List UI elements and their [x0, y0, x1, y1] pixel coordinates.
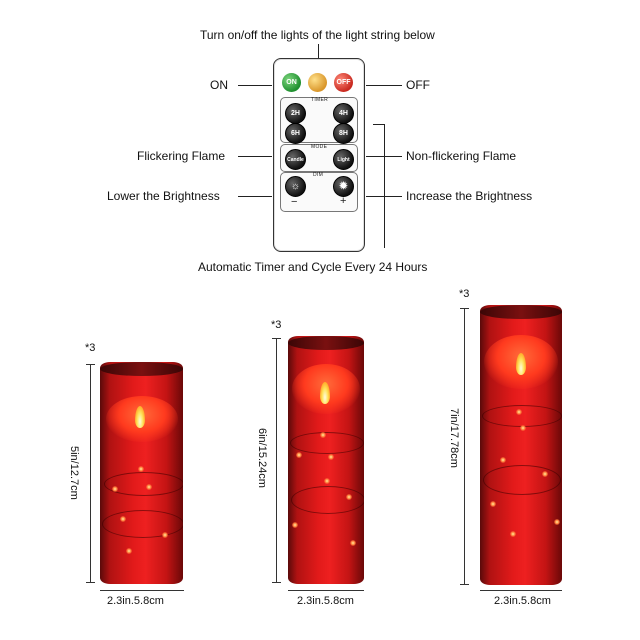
candle-1-led [162, 532, 168, 538]
connector-on [238, 85, 272, 86]
candle-2-qty: *3 [271, 319, 282, 331]
minus-sign: − [291, 196, 298, 208]
timer-2h-button[interactable]: 2H [285, 103, 306, 124]
label-off: OFF [406, 78, 430, 92]
candle-3-tick-bottom [460, 584, 469, 585]
timer-6h-button[interactable]: 6H [285, 123, 306, 144]
timer-label: TIMER [311, 97, 329, 103]
candle-1-wire [104, 472, 183, 496]
candle-1 [100, 362, 183, 584]
candle-3-led [554, 519, 560, 525]
candle-1-tick-bottom [86, 582, 95, 583]
connector-increase [366, 196, 402, 197]
candle-mode-button[interactable]: Candle [285, 149, 306, 170]
dim-panel: DIM ☼ ✹ − + [280, 172, 358, 212]
candle-2 [288, 336, 364, 584]
timer-4h-button[interactable]: 4H [333, 103, 354, 124]
candle-1-flame [135, 406, 145, 428]
candle-2-height: 6in/15.24cm [256, 428, 268, 488]
candle-2-led [320, 432, 326, 438]
candle-2-led [292, 522, 298, 528]
remote-control: ON OFF TIMER 2H 4H 6H 8H MODE Candle Lig… [273, 58, 365, 252]
candle-3-led [542, 471, 548, 477]
candle-2-led [296, 452, 302, 458]
candle-1-led [138, 466, 144, 472]
candle-3-height: 7in/17.78cm [448, 408, 460, 468]
candle-3-led [516, 409, 522, 415]
candle-2-wire-2 [291, 486, 364, 514]
candle-3-led [490, 501, 496, 507]
candle-1-wire-2 [102, 510, 183, 538]
label-increase-brightness: Increase the Brightness [406, 189, 533, 203]
candle-3-width-line [480, 590, 562, 591]
timer-bracket-top [373, 124, 385, 125]
candle-1-width-line [100, 590, 184, 591]
candle-3-led [520, 425, 526, 431]
mode-panel: MODE Candle Light [280, 144, 358, 172]
candle-3-flame [516, 353, 526, 375]
candle-2-led [324, 478, 330, 484]
candle-2-led [328, 454, 334, 460]
timer-8h-button[interactable]: 8H [333, 123, 354, 144]
sun-dim-icon: ☼ [290, 181, 301, 192]
remote-flame-button[interactable] [308, 73, 327, 92]
candle-1-height-line [90, 364, 91, 582]
candle-1-width: 2.3in.5.8cm [107, 595, 164, 607]
connector-non-flickering [366, 156, 402, 157]
candle-1-height: 5in/12.7cm [68, 446, 80, 500]
candle-3-rim [480, 305, 562, 319]
sun-bright-icon: ✹ [339, 181, 348, 192]
candle-1-qty: *3 [85, 342, 96, 354]
candle-1-led [120, 516, 126, 522]
candle-1-rim [100, 362, 183, 376]
light-mode-button[interactable]: Light [333, 149, 354, 170]
candle-2-led [350, 540, 356, 546]
candle-2-flame [320, 382, 330, 404]
remote-on-button[interactable]: ON [282, 73, 301, 92]
candle-3-wire-2 [483, 465, 561, 495]
timer-bracket-vertical [384, 124, 385, 248]
candle-2-width-line [288, 590, 364, 591]
candle-2-led [346, 494, 352, 500]
connector-lower [238, 196, 272, 197]
connector-off [366, 85, 402, 86]
dim-up-button[interactable]: ✹ [333, 176, 354, 197]
candle-2-wire [290, 432, 364, 454]
header-text: Turn on/off the lights of the light stri… [200, 28, 435, 42]
candle-2-width: 2.3in.5.8cm [297, 595, 354, 607]
header-connector [318, 44, 319, 58]
candle-1-led [146, 484, 152, 490]
candle-3-led [510, 531, 516, 537]
candle-3-tick-top [460, 308, 469, 309]
candle-1-led [126, 548, 132, 554]
label-timer-note: Automatic Timer and Cycle Every 24 Hours [198, 260, 428, 274]
candle-3-led [500, 457, 506, 463]
candle-3-width: 2.3in.5.8cm [494, 595, 551, 607]
candle-3-height-line [464, 308, 465, 584]
candle-3-qty: *3 [459, 288, 470, 300]
candle-2-height-line [276, 338, 277, 582]
dim-down-button[interactable]: ☼ [285, 176, 306, 197]
label-flickering: Flickering Flame [137, 149, 226, 163]
candle-2-tick-bottom [272, 582, 281, 583]
label-non-flickering: Non-flickering Flame [406, 149, 517, 163]
mode-label: MODE [311, 144, 328, 150]
label-lower-brightness: Lower the Brightness [107, 189, 220, 203]
connector-flickering [238, 156, 272, 157]
candle-1-tick-top [86, 364, 95, 365]
plus-sign: + [340, 195, 347, 207]
candle-1-led [112, 486, 118, 492]
label-on: ON [210, 78, 228, 92]
candle-2-tick-top [272, 338, 281, 339]
candle-2-rim [288, 336, 364, 350]
candle-3-wire [482, 405, 562, 427]
remote-off-button[interactable]: OFF [334, 73, 353, 92]
dim-label: DIM [313, 172, 324, 178]
timer-panel: TIMER 2H 4H 6H 8H [280, 97, 358, 144]
candle-3 [480, 305, 562, 585]
